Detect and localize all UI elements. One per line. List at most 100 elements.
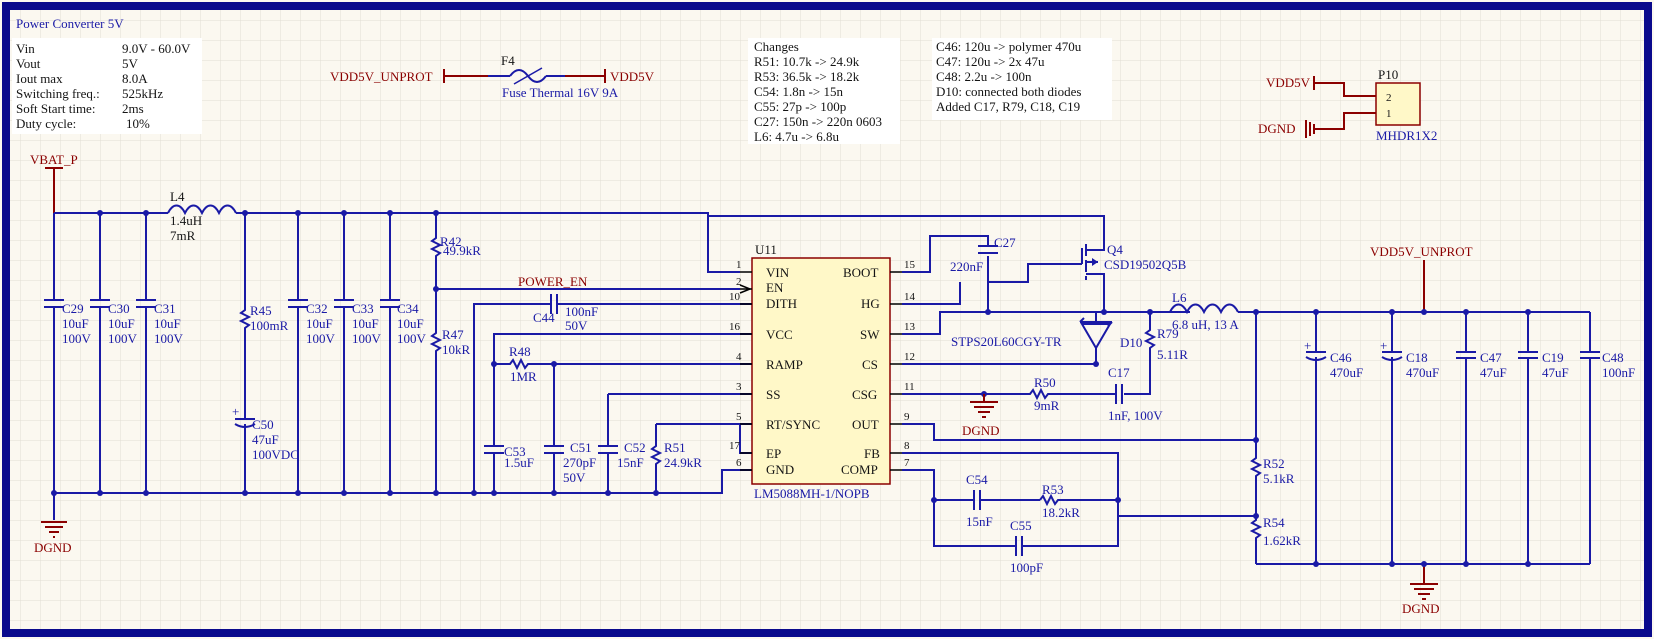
l4-value: 1.4uH — [170, 213, 202, 228]
c47-value: 47uF — [1480, 365, 1507, 380]
capacitor-c50[interactable]: + C50 47uF 100VDC — [232, 404, 299, 493]
c18-value: 470uF — [1406, 365, 1439, 380]
spec-value: 525kHz — [122, 86, 163, 101]
resistor-r54[interactable]: R54 1.62kR — [1249, 515, 1301, 564]
ic-pin-name: SW — [860, 327, 880, 342]
ic-pin-name: SS — [766, 387, 780, 402]
capacitor-c27[interactable]: C27 220nF — [950, 235, 1016, 274]
capacitor-c53[interactable]: C53 1.5uF — [484, 444, 534, 493]
c27-ref: C27 — [994, 235, 1016, 250]
spec-name: Iout max — [16, 71, 63, 86]
c47-ref: C47 — [1480, 350, 1502, 365]
r52-ref: R52 — [1263, 456, 1285, 471]
capacitor-c33[interactable]: C33 10uF 100V — [334, 213, 382, 493]
resistor-r48[interactable]: R48 1MR — [494, 344, 752, 384]
resistor-r45[interactable]: R45 100mR — [238, 213, 289, 410]
c31-value: 10uF — [154, 316, 181, 331]
resistor-r50[interactable]: R50 9mR — [902, 375, 1060, 413]
c51-value: 270pF — [563, 455, 596, 470]
header-p10[interactable]: VDD5V DGND 2 1 P10 MHDR1X2 — [1258, 67, 1437, 143]
c46-value: 470uF — [1330, 365, 1363, 380]
c44-voltage: 50V — [565, 318, 588, 333]
capacitor-c44[interactable]: C44 100nF 50V — [473, 294, 752, 493]
c46-ref: C46 — [1330, 350, 1352, 365]
capacitor-c18[interactable]: + C18 470uF — [1380, 312, 1439, 564]
c48-ref: C48 — [1602, 350, 1624, 365]
capacitor-c46[interactable]: + C46 470uF — [1304, 312, 1363, 564]
ic-part: LM5088MH-1/NOPB — [754, 486, 870, 501]
c32-value: 10uF — [306, 316, 333, 331]
diode-d10[interactable]: D10 STPS20L60CGY-TR — [951, 312, 1142, 364]
mosfet-q4[interactable]: Q4 CSD19502Q5B — [708, 215, 1187, 312]
vbat-net: VBAT_P — [30, 152, 78, 213]
c50-value: 47uF — [252, 432, 279, 447]
ic-pin-num: 5 — [736, 411, 742, 423]
net-label-dgnd: DGND — [962, 423, 1000, 438]
resistor-r42[interactable]: R42 49.9kR — [429, 213, 481, 289]
ic-pin-name: OUT — [852, 417, 879, 432]
resistor-r47[interactable]: R47 10kR — [429, 289, 471, 493]
capacitor-c34[interactable]: C34 10uF 100V — [380, 213, 427, 493]
c34-ref: C34 — [397, 301, 419, 316]
net-label-dgnd: DGND — [1402, 601, 1440, 616]
ic-pin-name: BOOT — [843, 265, 878, 280]
capacitor-c51[interactable]: C51 270pF 50V — [544, 364, 596, 493]
c30-value: 10uF — [108, 316, 135, 331]
c18-polarity: + — [1380, 338, 1387, 353]
capacitor-c19[interactable]: C19 47uF — [1518, 312, 1569, 564]
change-line: C27: 150n -> 220n 0603 — [754, 114, 882, 129]
capacitor-c31[interactable]: C31 10uF 100V — [136, 213, 184, 493]
capacitor-c54[interactable]: C54 15nF — [962, 472, 1040, 529]
spec-value: 5V — [122, 56, 139, 71]
ic-pin-name: HG — [861, 296, 880, 311]
capacitor-c29[interactable]: C29 10uF 100V — [44, 213, 92, 493]
net-label-dgnd: DGND — [34, 540, 72, 555]
capacitor-c48[interactable]: C48 100nF — [1580, 312, 1635, 564]
capacitor-c32[interactable]: C32 10uF 100V — [288, 213, 336, 493]
ic-pin-num: 15 — [904, 259, 916, 271]
ic-pin-num: 3 — [736, 381, 742, 393]
r54-value: 1.62kR — [1263, 533, 1301, 548]
capacitor-c47[interactable]: C47 47uF — [1456, 312, 1507, 564]
r50-value: 9mR — [1034, 398, 1060, 413]
change-line: R53: 36.5k -> 18.2k — [754, 69, 860, 84]
change-line: L6: 4.7u -> 6.8u — [754, 129, 839, 144]
c31-voltage: 100V — [154, 331, 184, 346]
r52-value: 5.1kR — [1263, 471, 1295, 486]
change-line: C55: 27p -> 100p — [754, 99, 846, 114]
fuse-f4[interactable]: VDD5V_UNPROT VDD5V F4 Fuse Thermal 16V 9… — [330, 53, 655, 100]
ic-pin-name: VCC — [766, 327, 793, 342]
spec-value: 9.0V - 60.0V — [122, 41, 191, 56]
ic-pin-name: EN — [766, 280, 784, 295]
c50-ref: C50 — [252, 417, 274, 432]
ic-pin-name: EP — [766, 446, 781, 461]
ic-u11[interactable]: U11 LM5088MH-1/NOPB VIN EN DITH VCC RAMP… — [729, 242, 916, 501]
inductor-l4[interactable]: L4 1.4uH 7mR — [170, 189, 202, 243]
c44-ref: C44 — [533, 310, 555, 325]
resistor-r53[interactable]: R53 18.2kR — [1039, 482, 1118, 520]
fuse-ref: F4 — [501, 53, 515, 68]
capacitor-c55[interactable]: C55 100pF — [1006, 500, 1119, 575]
ic-pin-num: 12 — [904, 351, 915, 363]
change-line: C46: 120u -> polymer 470u — [936, 39, 1082, 54]
header-pin-label: 2 — [1386, 92, 1392, 104]
r53-ref: R53 — [1042, 482, 1064, 497]
inductor-l6[interactable]: L6 6.8 uH, 13 A — [1169, 290, 1239, 332]
resistor-r52[interactable]: R52 5.1kR — [1249, 440, 1295, 516]
resistor-r51[interactable]: R51 24.9kR — [649, 423, 752, 493]
c51-ref: C51 — [570, 440, 592, 455]
capacitor-c52[interactable]: C52 15nF — [598, 393, 752, 493]
ic-pin-num: 13 — [904, 321, 916, 333]
header-part: MHDR1X2 — [1376, 128, 1437, 143]
c33-value: 10uF — [352, 316, 379, 331]
c19-ref: C19 — [1542, 350, 1564, 365]
r45-value: 100mR — [250, 318, 289, 333]
capacitor-c30[interactable]: C30 10uF 100V — [90, 213, 138, 493]
ic-pin-num: 1 — [736, 259, 742, 271]
ic-pin-num: 7 — [904, 457, 910, 469]
capacitor-c17[interactable]: C17 1nF, 100V — [1060, 365, 1163, 423]
r42-ref: R42 — [440, 234, 462, 249]
resistor-r79[interactable]: R79 5.11R — [1124, 312, 1188, 395]
ic-pin-num: 10 — [729, 291, 741, 303]
change-line: Changes — [754, 39, 799, 54]
